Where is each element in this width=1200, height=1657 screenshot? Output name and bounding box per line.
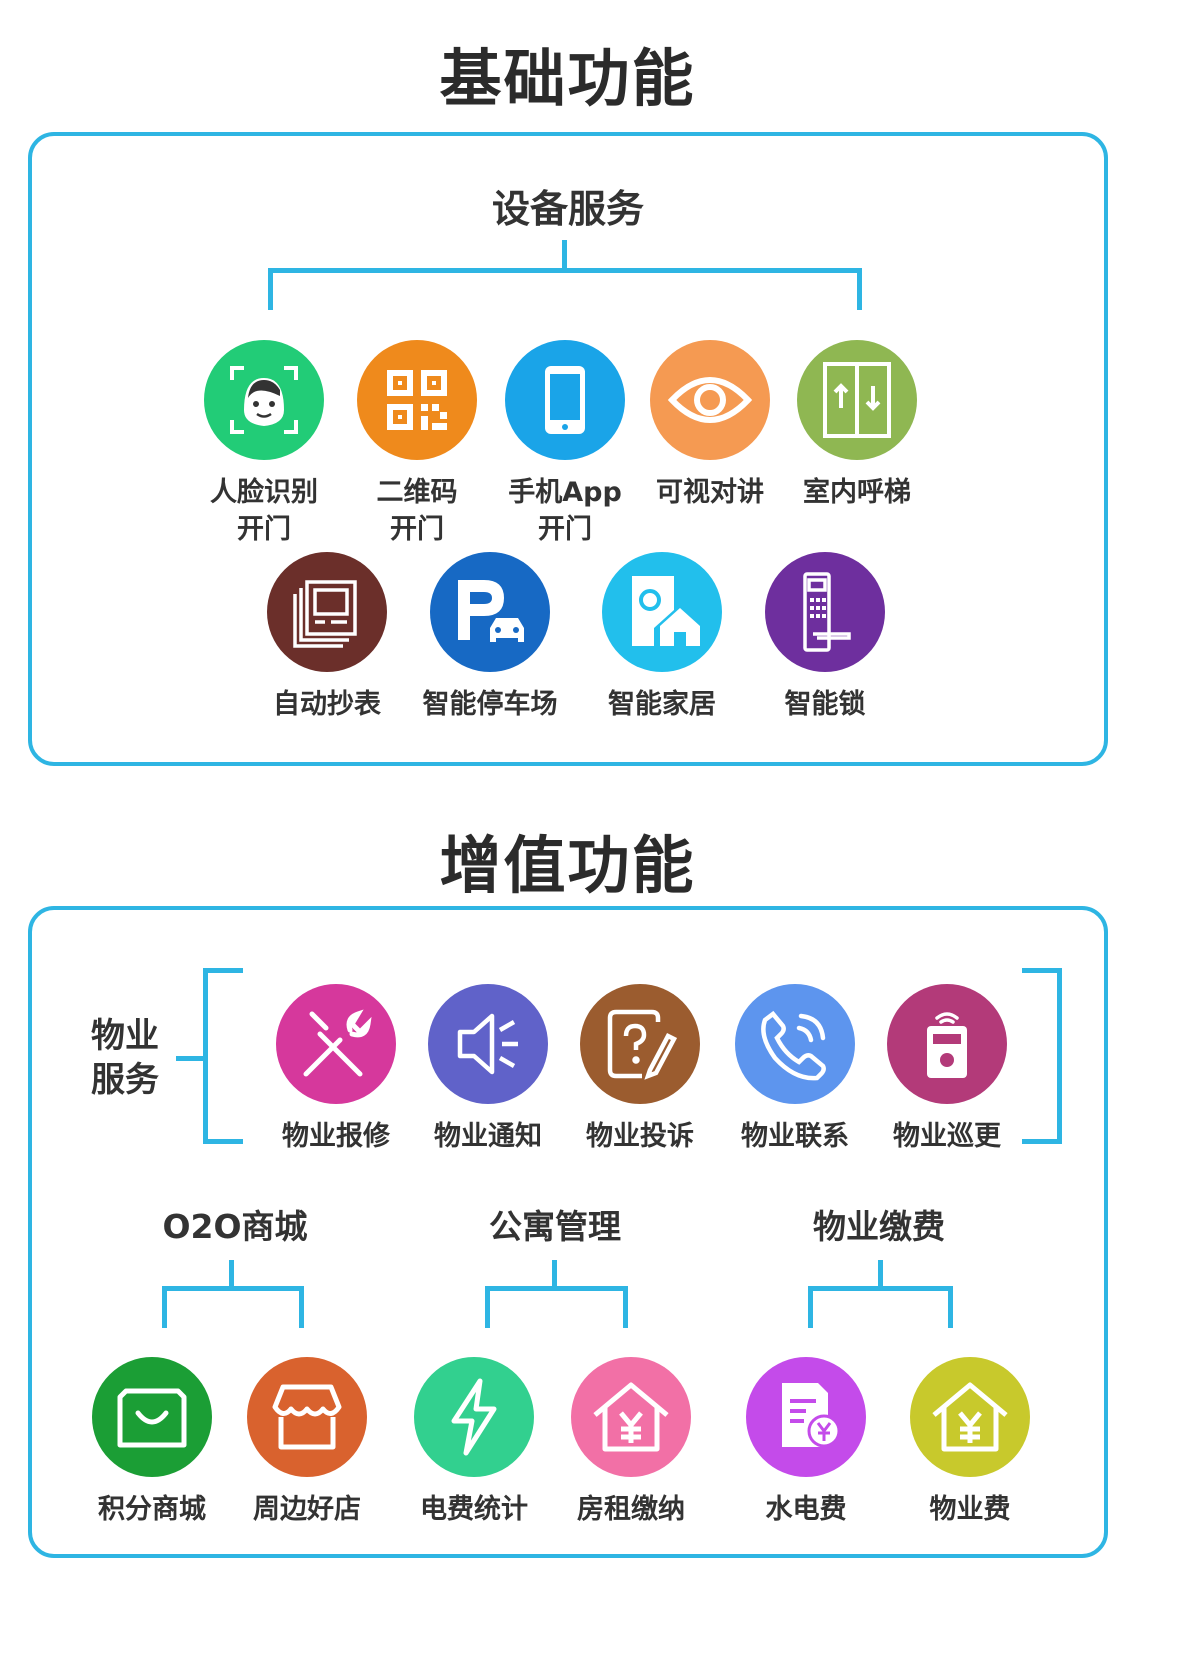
left-bracket-bottom	[203, 1139, 243, 1144]
auto-meter-item[interactable]: 自动抄表	[247, 552, 407, 723]
device-service-title: 设备服务	[491, 187, 644, 231]
meter-icon	[267, 552, 387, 672]
storefront-icon	[247, 1357, 367, 1477]
shopping-bag-icon	[92, 1357, 212, 1477]
property-service-title-line2: 服务	[91, 1060, 159, 1100]
smart-home-item[interactable]: 智能家居	[582, 552, 742, 723]
apartment-connector-left	[485, 1286, 490, 1328]
o2o-mall-title: O2O商城	[162, 1207, 308, 1246]
smart-lock-icon	[765, 552, 885, 672]
payment-connector-stem	[878, 1260, 883, 1288]
rent-payment-item[interactable]: 房租缴纳	[551, 1357, 711, 1528]
item-label-line1: 自动抄表	[273, 689, 381, 720]
property-patrol-item[interactable]: 物业巡更	[867, 984, 1027, 1155]
value-added-panel	[28, 906, 1108, 1558]
item-label: 物业报修	[282, 1121, 390, 1152]
house-yen-icon	[571, 1357, 691, 1477]
utilities-fee-item[interactable]: 水电费	[726, 1357, 886, 1528]
patrol-device-icon	[887, 984, 1007, 1104]
item-label-line1: 人脸识别	[210, 477, 318, 508]
item-label: 物业投诉	[586, 1121, 694, 1152]
item-label-line1: 室内呼梯	[803, 477, 911, 508]
connector-bar	[268, 268, 862, 273]
smart-home-icon	[602, 552, 722, 672]
o2o-connector-right	[299, 1286, 304, 1328]
apartment-connector-right	[623, 1286, 628, 1328]
parking-icon	[430, 552, 550, 672]
complaint-icon	[580, 984, 700, 1104]
item-label: 积分商城	[98, 1494, 206, 1525]
basic-section-title: 基础功能	[439, 42, 696, 115]
smart-parking-item[interactable]: 智能停车场	[410, 552, 570, 723]
smart-lock-item[interactable]: 智能锁	[745, 552, 905, 723]
elevator-call-item[interactable]: 室内呼梯	[777, 340, 937, 511]
item-label: 物业通知	[434, 1121, 542, 1152]
property-notice-item[interactable]: 物业通知	[408, 984, 568, 1155]
item-label: 物业费	[929, 1494, 1011, 1525]
item-label: 物业联系	[741, 1121, 849, 1152]
item-label-line1: 智能家居	[608, 689, 716, 720]
lightning-icon	[414, 1357, 534, 1477]
left-bracket-top	[203, 968, 243, 973]
bill-yen-icon	[746, 1357, 866, 1477]
item-label-line2: 开门	[237, 514, 291, 545]
wrench-screwdriver-icon	[276, 984, 396, 1104]
item-label-line1: 智能停车场	[422, 689, 558, 720]
apartment-connector-stem	[552, 1260, 557, 1288]
payment-connector-right	[948, 1286, 953, 1328]
item-label: 水电费	[765, 1494, 847, 1525]
left-bracket-vertical	[203, 968, 208, 1144]
eye-icon	[650, 340, 770, 460]
o2o-connector-left	[162, 1286, 167, 1328]
property-service-title-line1: 物业	[91, 1016, 159, 1056]
item-label-line1: 智能锁	[784, 689, 866, 720]
qr-code-icon	[357, 340, 477, 460]
electricity-stats-item[interactable]: 电费统计	[394, 1357, 554, 1528]
item-label-line1: 二维码	[376, 477, 458, 508]
item-label-line1: 可视对讲	[656, 477, 764, 508]
item-label: 周边好店	[253, 1494, 361, 1525]
mobile-app-item[interactable]: 手机App 开门	[485, 340, 645, 548]
property-service-title: 物业 服务	[70, 1014, 180, 1102]
nearby-stores-item[interactable]: 周边好店	[227, 1357, 387, 1528]
speaker-icon	[428, 984, 548, 1104]
item-label: 电费统计	[420, 1494, 528, 1525]
value-added-section-title: 增值功能	[439, 829, 696, 902]
phone-call-icon	[735, 984, 855, 1104]
property-payment-title: 物业缴费	[813, 1207, 945, 1246]
item-label-line2: 开门	[538, 514, 592, 545]
video-intercom-item[interactable]: 可视对讲	[630, 340, 790, 511]
payment-connector-left	[808, 1286, 813, 1328]
item-label: 房租缴纳	[577, 1494, 685, 1525]
connector-left	[268, 268, 273, 310]
o2o-connector-bar	[162, 1286, 304, 1291]
connector-right	[857, 268, 862, 310]
item-label-line2: 开门	[390, 514, 444, 545]
connector-stem	[562, 240, 567, 270]
points-mall-item[interactable]: 积分商城	[72, 1357, 232, 1528]
right-bracket-top	[1022, 968, 1062, 973]
face-recognition-item[interactable]: 人脸识别开门	[184, 340, 344, 548]
property-contact-item[interactable]: 物业联系	[715, 984, 875, 1155]
apartment-management-title: 公寓管理	[489, 1207, 621, 1246]
right-bracket-bottom	[1022, 1139, 1062, 1144]
payment-connector-bar	[808, 1286, 953, 1291]
qr-code-item[interactable]: 二维码开门	[337, 340, 497, 548]
basic-panel	[28, 132, 1108, 766]
elevator-icon	[797, 340, 917, 460]
o2o-connector-stem	[229, 1260, 234, 1288]
face-id-icon	[204, 340, 324, 460]
item-label-line1: 手机App	[508, 477, 622, 508]
item-label: 物业巡更	[893, 1121, 1001, 1152]
house-yen-icon	[910, 1357, 1030, 1477]
property-complaint-item[interactable]: 物业投诉	[560, 984, 720, 1155]
service-connector	[176, 1056, 204, 1061]
apartment-connector-bar	[485, 1286, 628, 1291]
smartphone-icon	[505, 340, 625, 460]
right-bracket-vertical	[1057, 968, 1062, 1144]
property-fee-item[interactable]: 物业费	[890, 1357, 1050, 1528]
property-repair-item[interactable]: 物业报修	[256, 984, 416, 1155]
